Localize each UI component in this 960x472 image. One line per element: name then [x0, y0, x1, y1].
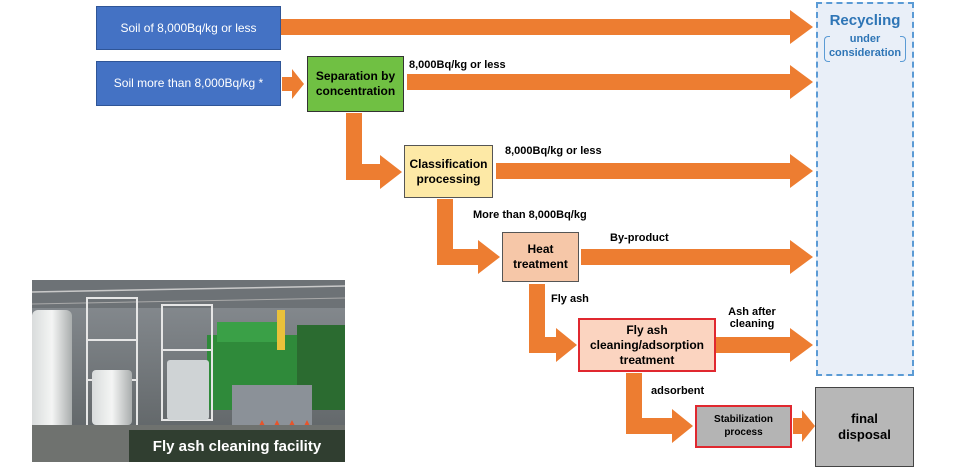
recycling-subtitle: under consideration: [822, 32, 908, 61]
soil-low-box: Soil of 8,000Bq/kg or less: [96, 6, 281, 50]
arrow-soil-low: [280, 10, 813, 44]
heat-treatment-box: Heat treatment: [502, 232, 579, 282]
label-ash-after-line-2: cleaning: [729, 318, 775, 330]
separation-box: Separation by concentration: [307, 56, 404, 112]
arrow-separation-down: [346, 113, 402, 189]
final-disposal-box: final disposal: [815, 387, 914, 467]
recycling-sub-line-2: consideration: [828, 47, 902, 60]
arrow-heat-out: [581, 240, 813, 274]
label-adsorbent: adsorbent: [651, 385, 705, 397]
stabilization-box: Stabilization process: [695, 405, 792, 448]
soil-high-box: Soil more than 8,000Bq/kg *: [96, 61, 281, 106]
right-bracket: [900, 36, 906, 62]
arrow-soil-to-separation: [282, 69, 304, 99]
left-bracket: [824, 36, 830, 62]
label-fly-ash: Fly ash: [551, 293, 589, 305]
arrow-heat-down: [529, 284, 577, 362]
arrow-stabilization-out: [793, 410, 815, 442]
arrow-flyash-out: [716, 328, 813, 362]
recycling-region: Recycling under consideration: [816, 2, 914, 376]
label-separation-out: 8,000Bq/kg or less: [409, 59, 506, 71]
photo-caption: Fly ash cleaning facility: [129, 430, 345, 462]
label-classification-out: 8,000Bq/kg or less: [505, 145, 602, 157]
classification-box: Classification processing: [404, 145, 493, 198]
facility-photo: Fly ash cleaning facility: [32, 280, 345, 462]
facility-illustration: [32, 280, 345, 462]
arrow-flyash-down: [626, 373, 693, 443]
label-byproduct: By-product: [610, 232, 669, 244]
recycling-title: Recycling: [829, 12, 901, 29]
recycling-sub-line-1: under: [849, 33, 881, 45]
flyash-cleaning-box: Fly ash cleaning/adsorption treatment: [578, 318, 716, 372]
arrow-separation-out: [407, 65, 813, 99]
label-ash-after: Ash after cleaning: [722, 306, 782, 330]
label-more-than: More than 8,000Bq/kg: [473, 209, 587, 221]
arrow-classification-out: [496, 154, 813, 188]
label-ash-after-line-1: Ash after: [728, 306, 776, 318]
arrow-classification-down: [437, 199, 500, 274]
